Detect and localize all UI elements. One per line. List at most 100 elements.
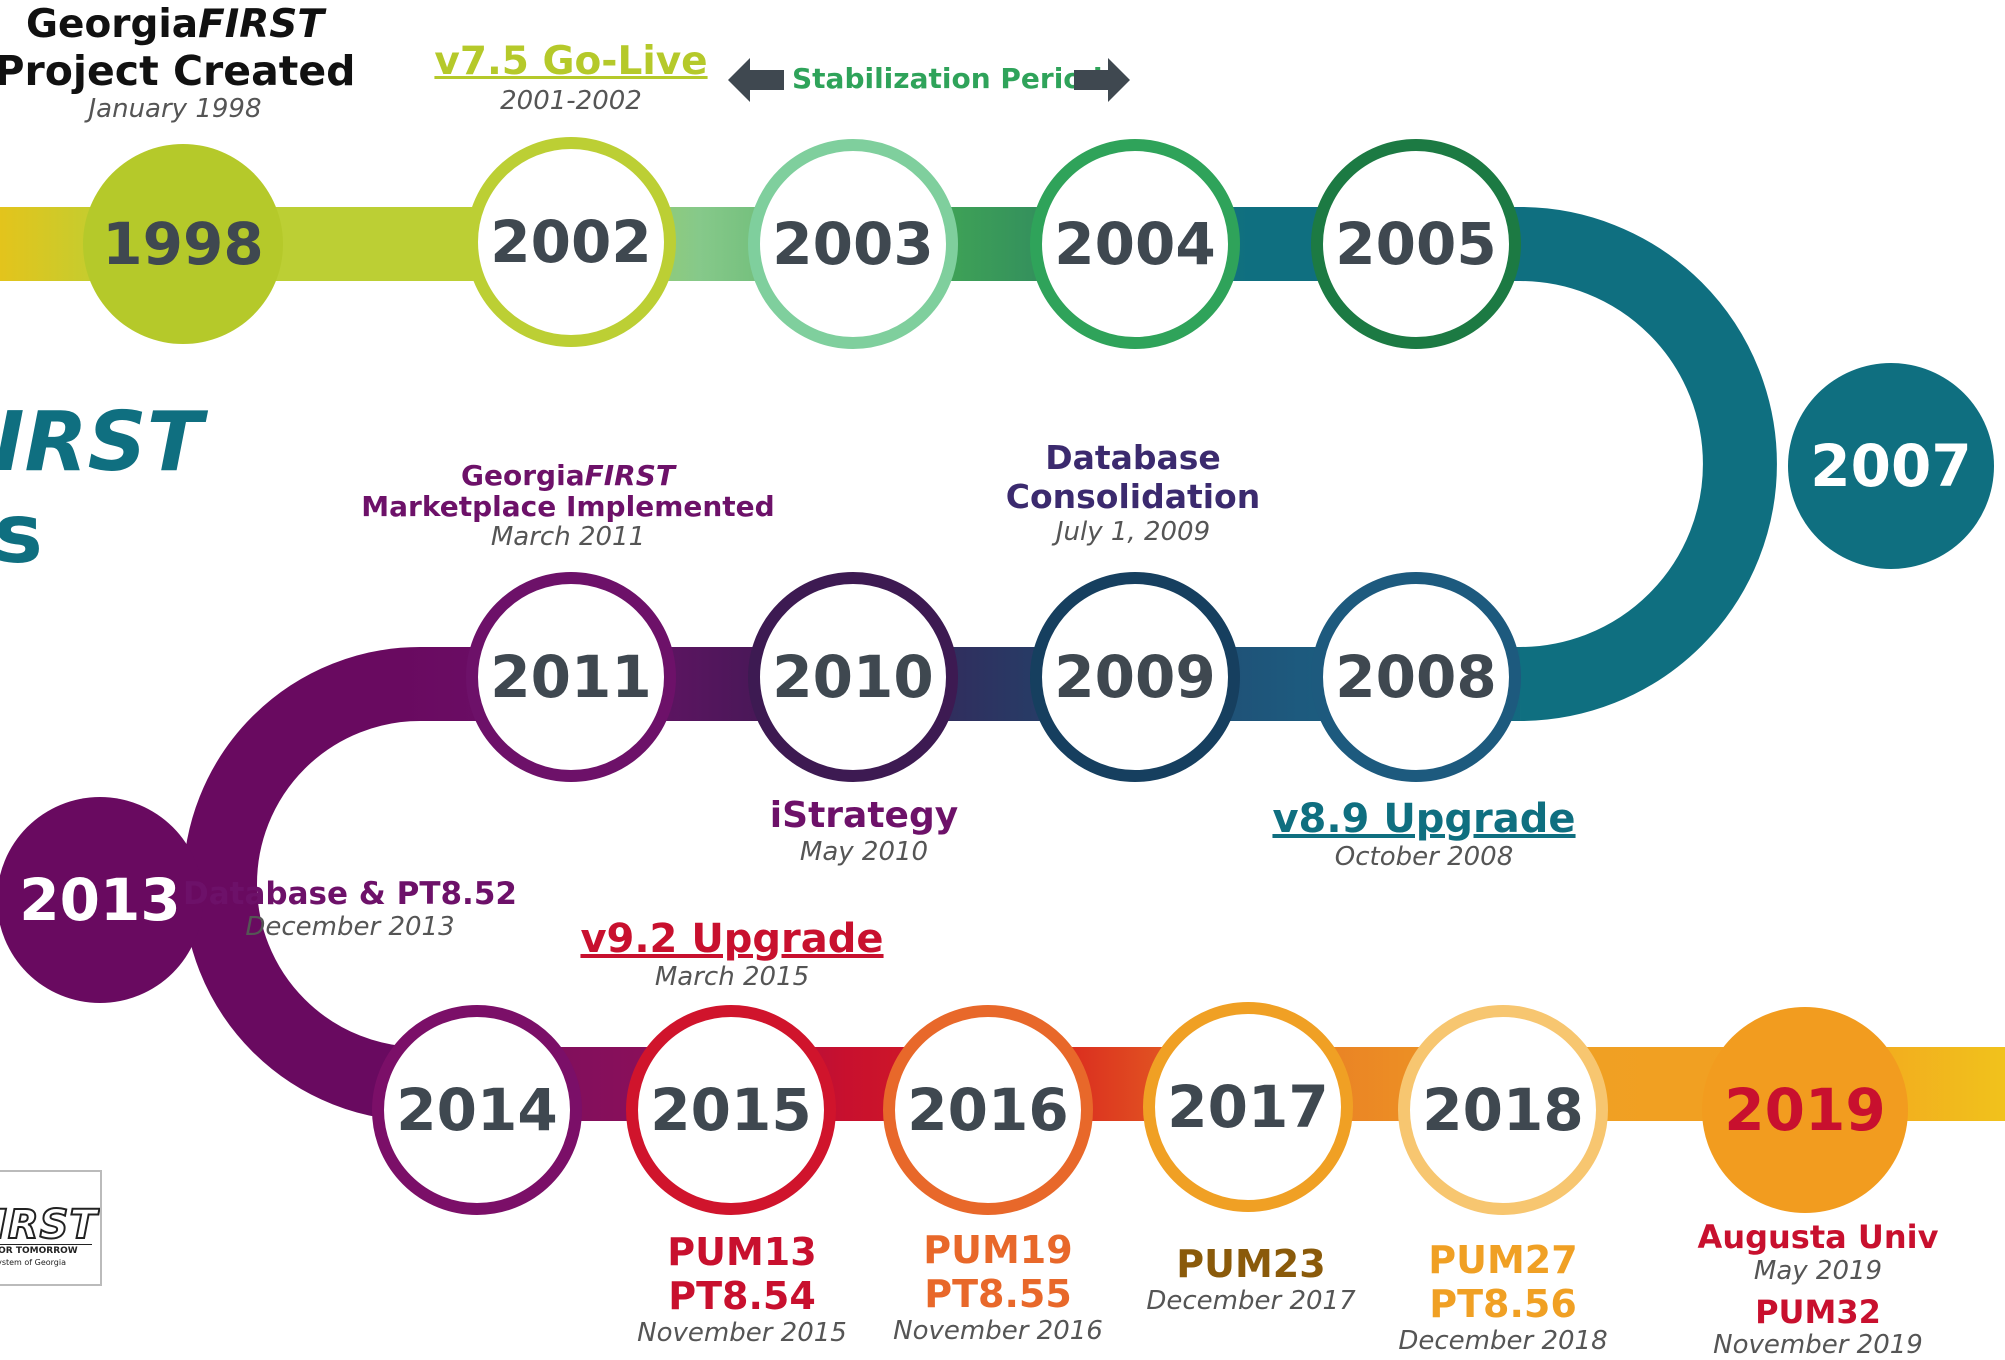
line2: PUM32: [1755, 1293, 1881, 1331]
annotation-1998: GeorgiaFIRST Project Created January 199…: [0, 2, 356, 124]
milestone-year-label: 2017: [1167, 1073, 1328, 1141]
date: 2001-2002: [500, 86, 642, 116]
title-line1: Database: [1045, 438, 1221, 477]
milestone-year-label: 2002: [490, 208, 651, 276]
date: March 2011: [490, 522, 646, 552]
title-prefix: Georgia: [461, 459, 585, 492]
line1: Augusta Univ: [1697, 1218, 1939, 1256]
title: v7.5 Go-Live: [434, 39, 708, 84]
milestone-2010: 2010: [748, 572, 958, 782]
milestone-year-label: 2011: [490, 643, 651, 711]
milestone-year-label: 2018: [1422, 1076, 1583, 1144]
title-line2: Project Created: [0, 47, 356, 95]
date2: November 2019: [1713, 1330, 1923, 1360]
title-line2: Consolidation: [1005, 477, 1261, 516]
milestone-year-label: 2013: [19, 866, 180, 934]
annotation-2009: Database Consolidation July 1, 2009: [1005, 438, 1261, 548]
title-prefix: Georgia: [26, 2, 199, 47]
date: December 2013: [245, 912, 455, 942]
date1: May 2019: [1753, 1256, 1883, 1286]
milestone-year-label: 2010: [772, 643, 933, 711]
milestone-circle: [466, 572, 676, 782]
milestone-year-label: 2008: [1335, 643, 1496, 711]
milestone-circle: [1702, 1007, 1908, 1213]
milestone-2019: 2019: [1702, 1007, 1908, 1213]
milestone-year-label: 2003: [772, 210, 933, 278]
annotation-2013: Database & PT8.52 December 2013: [183, 876, 517, 942]
milestone-2015: 2015: [626, 1005, 836, 1215]
milestone-circle: [1030, 572, 1240, 782]
title-italic: FIRST: [198, 2, 324, 47]
annotation-2015-upgrade: v9.2 Upgrade March 2015: [580, 916, 883, 992]
milestone-1998: 1998: [83, 144, 283, 344]
date: May 2010: [799, 837, 929, 867]
line2: PT8.54: [668, 1274, 816, 1318]
line2: PT8.55: [924, 1272, 1072, 1316]
milestone-year-label: 2015: [650, 1076, 811, 1144]
timeline-track: [0, 207, 2005, 1121]
arrow-left-icon: [728, 58, 784, 102]
milestone-2018: 2018: [1398, 1005, 1608, 1215]
milestone-circle: [1788, 363, 1994, 569]
milestone-year-label: 2007: [1810, 432, 1971, 500]
arrow-right-icon: [1074, 58, 1130, 102]
milestone-circle: [83, 144, 283, 344]
logo-org: System of Georgia: [0, 1258, 66, 1267]
annotation-2011: GeorgiaFIRST Marketplace Implemented Mar…: [361, 459, 775, 553]
annotation-2019: Augusta Univ May 2019 PUM32 November 201…: [1698, 1218, 1939, 1358]
title: v9.2 Upgrade: [580, 916, 884, 962]
annotation-2016: PUM19 PT8.55 November 2016: [893, 1228, 1103, 1346]
date: July 1, 2009: [1055, 517, 1211, 547]
road-segment-top: [0, 207, 1777, 721]
title: v8.9 Upgrade: [1272, 796, 1576, 842]
logo-mark: IRST: [0, 1201, 98, 1249]
date: January 1998: [88, 94, 262, 124]
date: October 2008: [1334, 842, 1514, 872]
milestone-circle: [883, 1005, 1093, 1215]
milestone-circle: [1143, 1002, 1353, 1212]
road-segment-middle: [183, 647, 1520, 1121]
date: March 2015: [654, 962, 810, 992]
title: Database & PT8.52: [183, 876, 517, 912]
milestone-2004: 2004: [1030, 139, 1240, 349]
milestone-year-label: 1998: [102, 210, 263, 278]
annotation-2015: PUM13 PT8.54 November 2015: [637, 1230, 847, 1348]
milestone-circle: [0, 797, 203, 1003]
date: December 2018: [1398, 1326, 1608, 1356]
milestone-2009: 2009: [1030, 572, 1240, 782]
logo-rule: [0, 1244, 92, 1245]
milestone-2005: 2005: [1311, 139, 1521, 349]
milestone-circle: [1311, 139, 1521, 349]
milestone-2002: 2002: [466, 137, 676, 347]
annotation-2018: PUM27 PT8.56 December 2018: [1398, 1238, 1607, 1356]
milestone-circle: [1311, 572, 1521, 782]
title-line2: Marketplace Implemented: [361, 490, 775, 523]
milestone-2013: 2013: [0, 797, 203, 1003]
title-partial-firsts: IRST: [0, 395, 203, 490]
milestone-2003: 2003: [748, 139, 958, 349]
milestone-2011: 2011: [466, 572, 676, 782]
line2: PT8.56: [1429, 1282, 1577, 1326]
milestone-circle: [626, 1005, 836, 1215]
date: November 2016: [893, 1316, 1103, 1346]
date: December 2017: [1146, 1286, 1356, 1316]
line1: PUM23: [1176, 1242, 1326, 1286]
title: iStrategy: [769, 795, 959, 836]
annotation-2008: v8.9 Upgrade October 2008: [1272, 796, 1575, 872]
milestone-circle: [748, 572, 958, 782]
timeline-nodes: 1998 2002 2003 2004 2005 2007 2008 2009 2010 2011…: [0, 137, 1994, 1215]
milestone-year-label: 2004: [1054, 210, 1215, 278]
milestone-year-label: 2005: [1335, 210, 1496, 278]
milestone-year-label: 2014: [396, 1076, 557, 1144]
milestone-circle: [466, 137, 676, 347]
milestone-circle: [1398, 1005, 1608, 1215]
title-italic: FIRST: [584, 459, 675, 492]
date: November 2015: [637, 1318, 847, 1348]
line1: PUM27: [1428, 1238, 1578, 1282]
annotation-2010: iStrategy May 2010: [770, 795, 958, 867]
milestone-circle: [1030, 139, 1240, 349]
milestone-year-label: 2016: [907, 1076, 1068, 1144]
milestone-year-label: 2019: [1724, 1076, 1885, 1144]
